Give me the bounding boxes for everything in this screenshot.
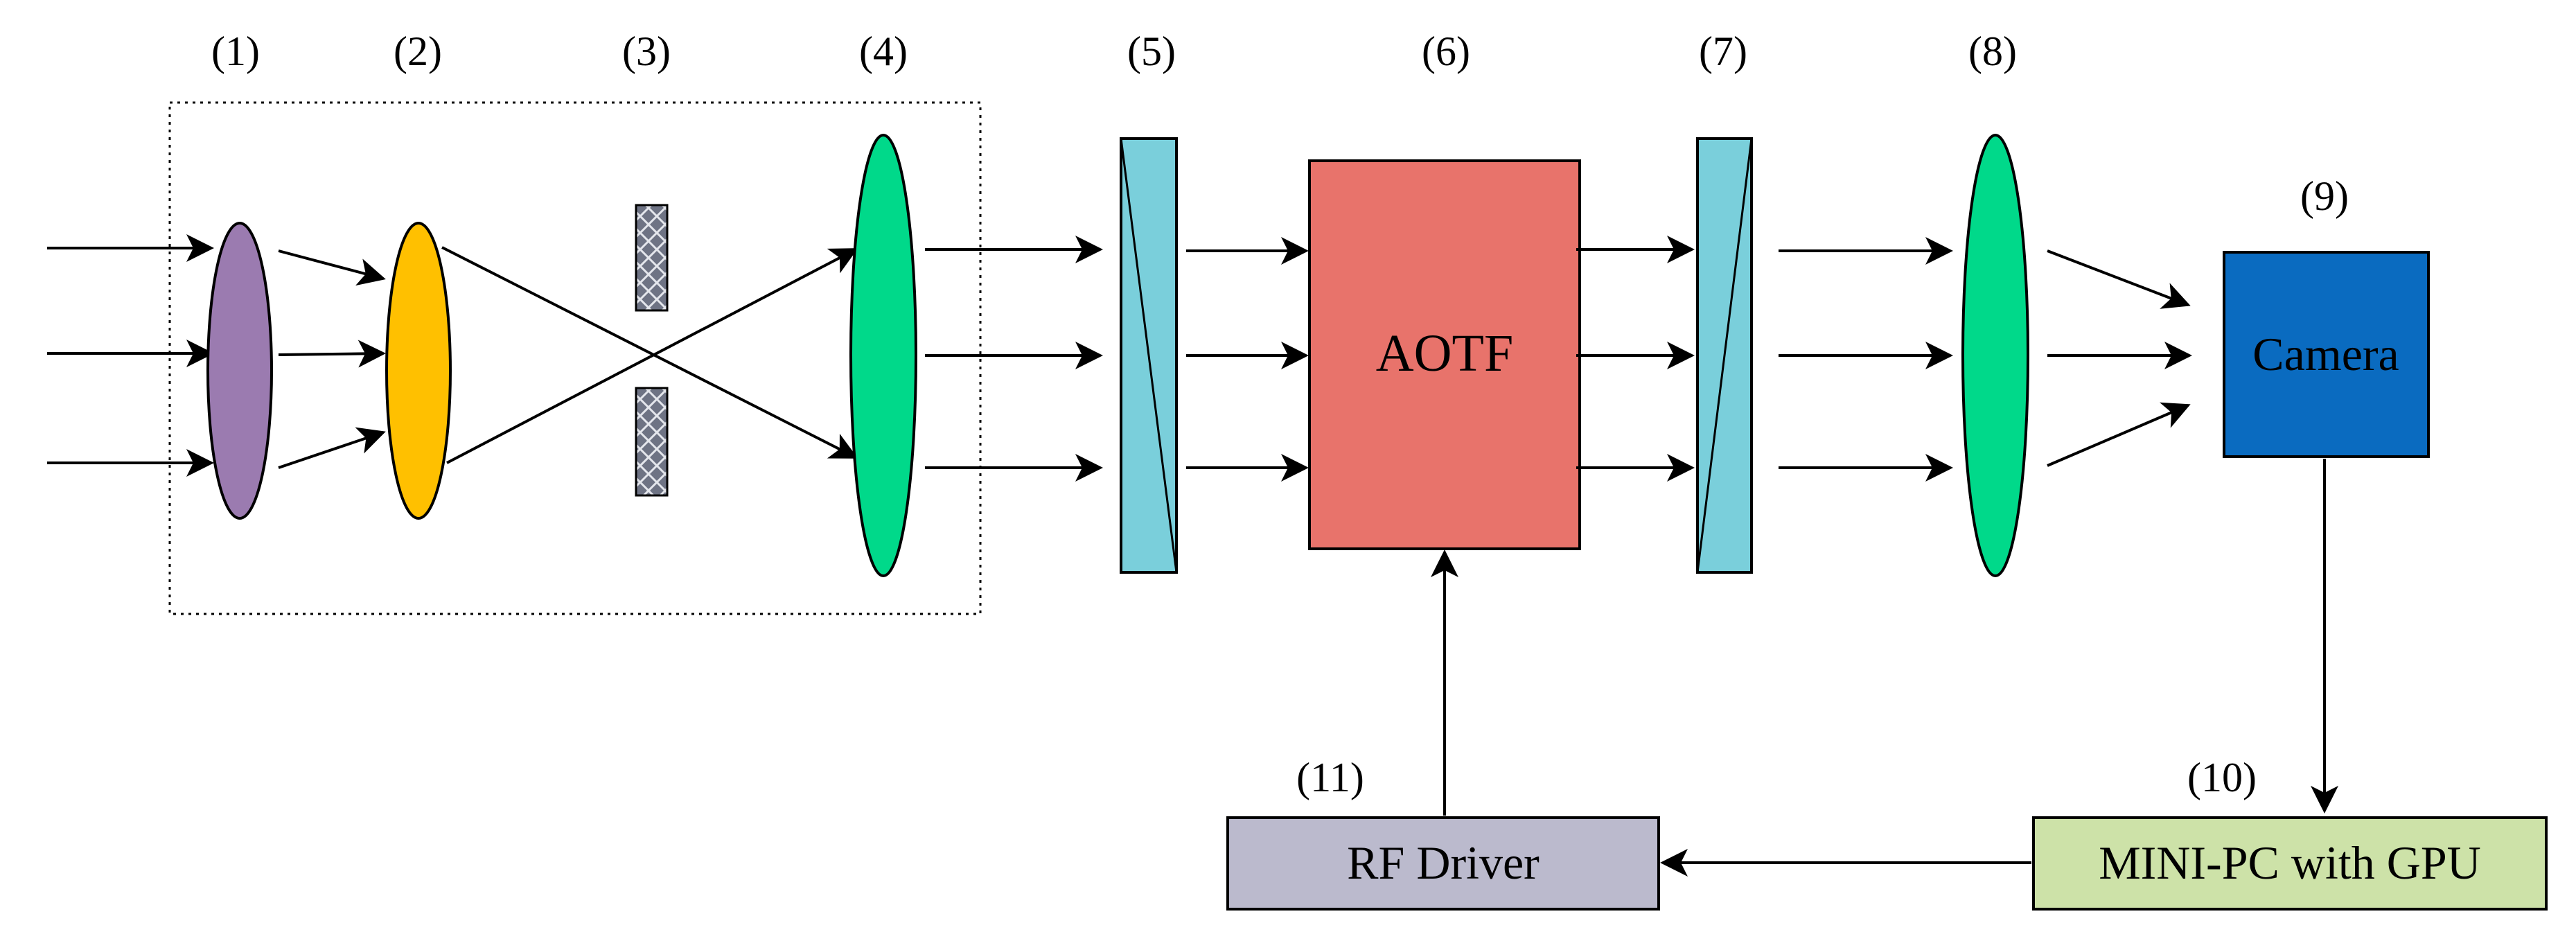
aperture-bottom [635, 387, 669, 497]
polarizer-7-diagonal [1696, 138, 1753, 573]
camera-label: Camera [2252, 328, 2399, 380]
ray-8-9-bottom [2047, 402, 2191, 467]
rfdriver-label: RF Driver [1347, 836, 1540, 889]
ray-1-2-bottom [278, 427, 386, 469]
label-3: (3) [622, 28, 671, 74]
ray-2-4-up [446, 248, 858, 464]
label-8: (8) [1968, 28, 2017, 74]
label-11: (11) [1296, 755, 1364, 800]
label-5: (5) [1127, 28, 1176, 74]
minipc-box [2032, 816, 2548, 911]
ray-1-2-top [278, 249, 386, 286]
lens-1 [206, 222, 273, 520]
camera-box [2223, 251, 2430, 458]
ray-8-9-top [2047, 249, 2191, 309]
lens-2 [385, 222, 452, 520]
label-6: (6) [1422, 28, 1470, 74]
polarizer-5-diagonal [1120, 138, 1178, 573]
lens-4 [849, 134, 917, 577]
label-1: (1) [211, 28, 260, 74]
label-4: (4) [859, 28, 908, 74]
ray-2-4-down [441, 246, 858, 459]
lens-8 [1961, 134, 2029, 577]
label-7: (7) [1699, 28, 1747, 74]
label-9: (9) [2300, 173, 2349, 219]
minipc-label: MINI-PC with GPU [2099, 836, 2481, 889]
rfdriver-box [1226, 816, 1660, 911]
ray-1-2-middle [278, 340, 386, 368]
label-2: (2) [394, 28, 442, 74]
input-module-frame [168, 101, 982, 615]
aperture-top [635, 204, 669, 312]
label-10: (10) [2187, 755, 2257, 800]
aotf-label: AOTF [1376, 324, 1513, 382]
aotf-box [1308, 159, 1581, 550]
